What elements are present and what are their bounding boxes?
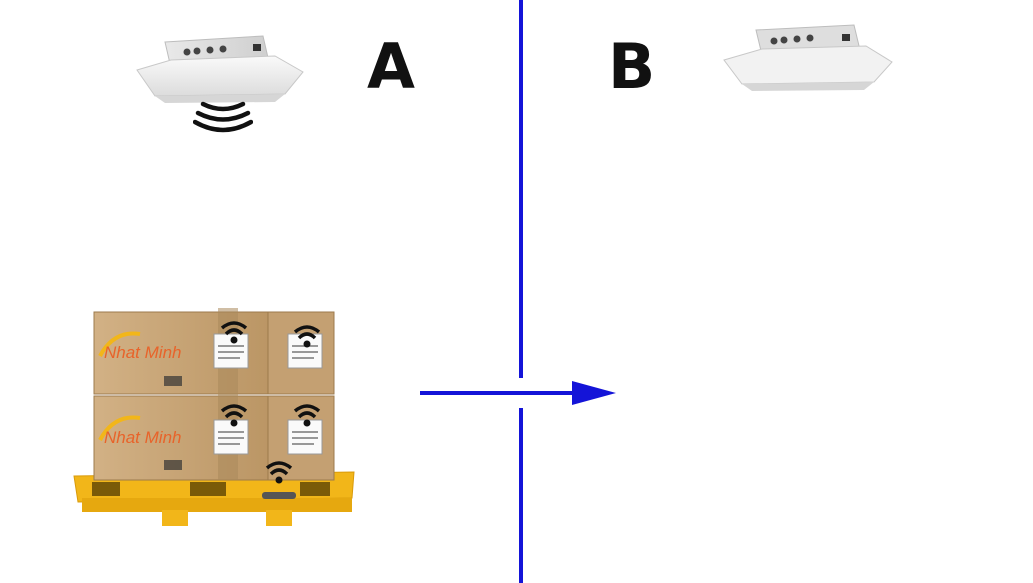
rfid-signal-icon <box>193 101 253 133</box>
pallet-with-boxes <box>73 308 355 526</box>
box-stack <box>93 308 335 481</box>
movement-arrow-head <box>572 381 616 405</box>
rfid-signal-icon <box>265 461 293 484</box>
rfid-reader-icon <box>723 24 893 91</box>
brand-logo-icon <box>98 415 141 441</box>
rfid-signal-icon <box>293 404 321 427</box>
box-brand-text: Nhat Minh <box>104 428 182 447</box>
rfid-reader-icon <box>136 35 304 103</box>
rfid-tag-icon <box>262 492 296 499</box>
box-brand-text: Nhat Minh <box>104 343 182 362</box>
rfid-signal-icon <box>220 404 248 427</box>
rfid-signal-icon <box>293 325 321 348</box>
brand-logo-icon <box>98 331 141 357</box>
rfid-signal-icon <box>220 321 248 344</box>
zone-b-label: B <box>608 30 656 103</box>
zone-a-label: A <box>367 30 415 103</box>
